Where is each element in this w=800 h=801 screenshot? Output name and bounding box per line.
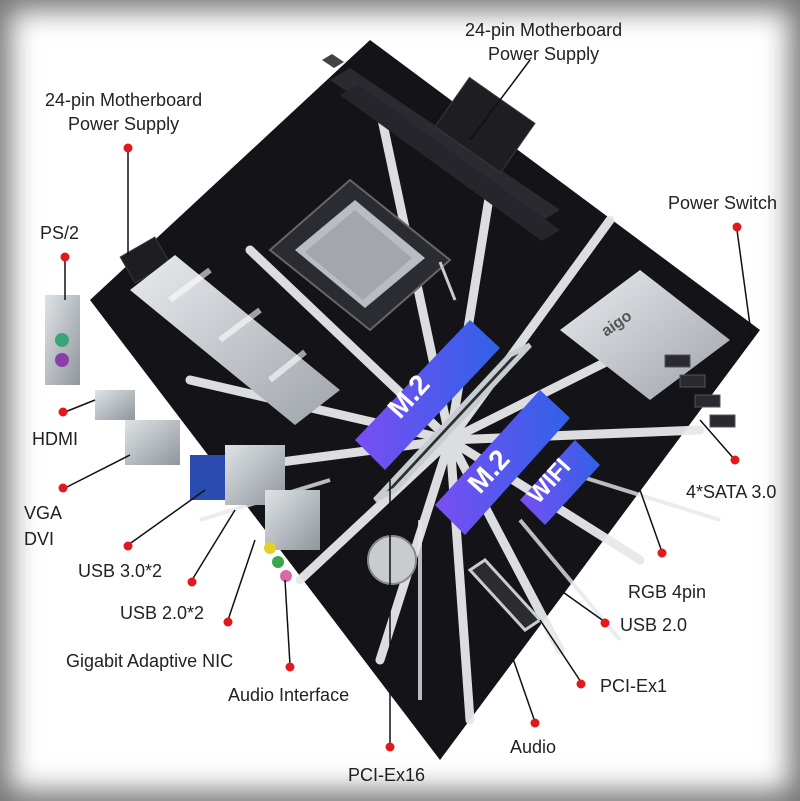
- label-usb20-x2: USB 2.0*2: [120, 603, 205, 623]
- label-ps2: PS/2: [40, 223, 80, 243]
- label-power-switch: Power Switch: [668, 193, 778, 213]
- atx-24pin-connector: [434, 76, 536, 174]
- rear-io-ports: [45, 295, 320, 582]
- vrm-heatsink-left: [130, 255, 340, 425]
- label-sata: 4*SATA 3.0: [686, 482, 777, 502]
- sata-ports: [664, 354, 736, 428]
- label-24pin-power-left: 24-pin Motherboard Power Supply: [45, 90, 203, 134]
- label-audio-interface: Audio Interface: [228, 685, 350, 705]
- label-usb20: USB 2.0: [620, 615, 688, 635]
- pointer-lines: [64, 59, 753, 745]
- m2-slot-1: M.2: [355, 320, 500, 470]
- label-hdmi: HDMI: [32, 429, 78, 449]
- ram-slots: [322, 54, 560, 241]
- label-pciex1: PCI-Ex1: [600, 676, 668, 696]
- label-vga: VGA: [24, 503, 63, 523]
- board-stripe-pattern: [185, 105, 705, 725]
- label-usb30: USB 3.0*2: [78, 561, 163, 581]
- label-nic: Gigabit Adaptive NIC: [66, 651, 234, 671]
- wifi-slot: WIFI: [520, 440, 600, 525]
- pcie-x16-slot: [373, 342, 532, 503]
- label-pciex16: PCI-Ex16: [348, 765, 426, 785]
- label-24pin-power-top: 24-pin Motherboard Power Supply: [465, 20, 623, 64]
- pointer-dots: [58, 143, 742, 752]
- label-dvi: DVI: [24, 529, 55, 549]
- cmos-battery: [367, 535, 417, 585]
- label-rgb: RGB 4pin: [628, 582, 707, 602]
- label-audio: Audio: [510, 737, 557, 757]
- cpu-socket: [268, 178, 457, 332]
